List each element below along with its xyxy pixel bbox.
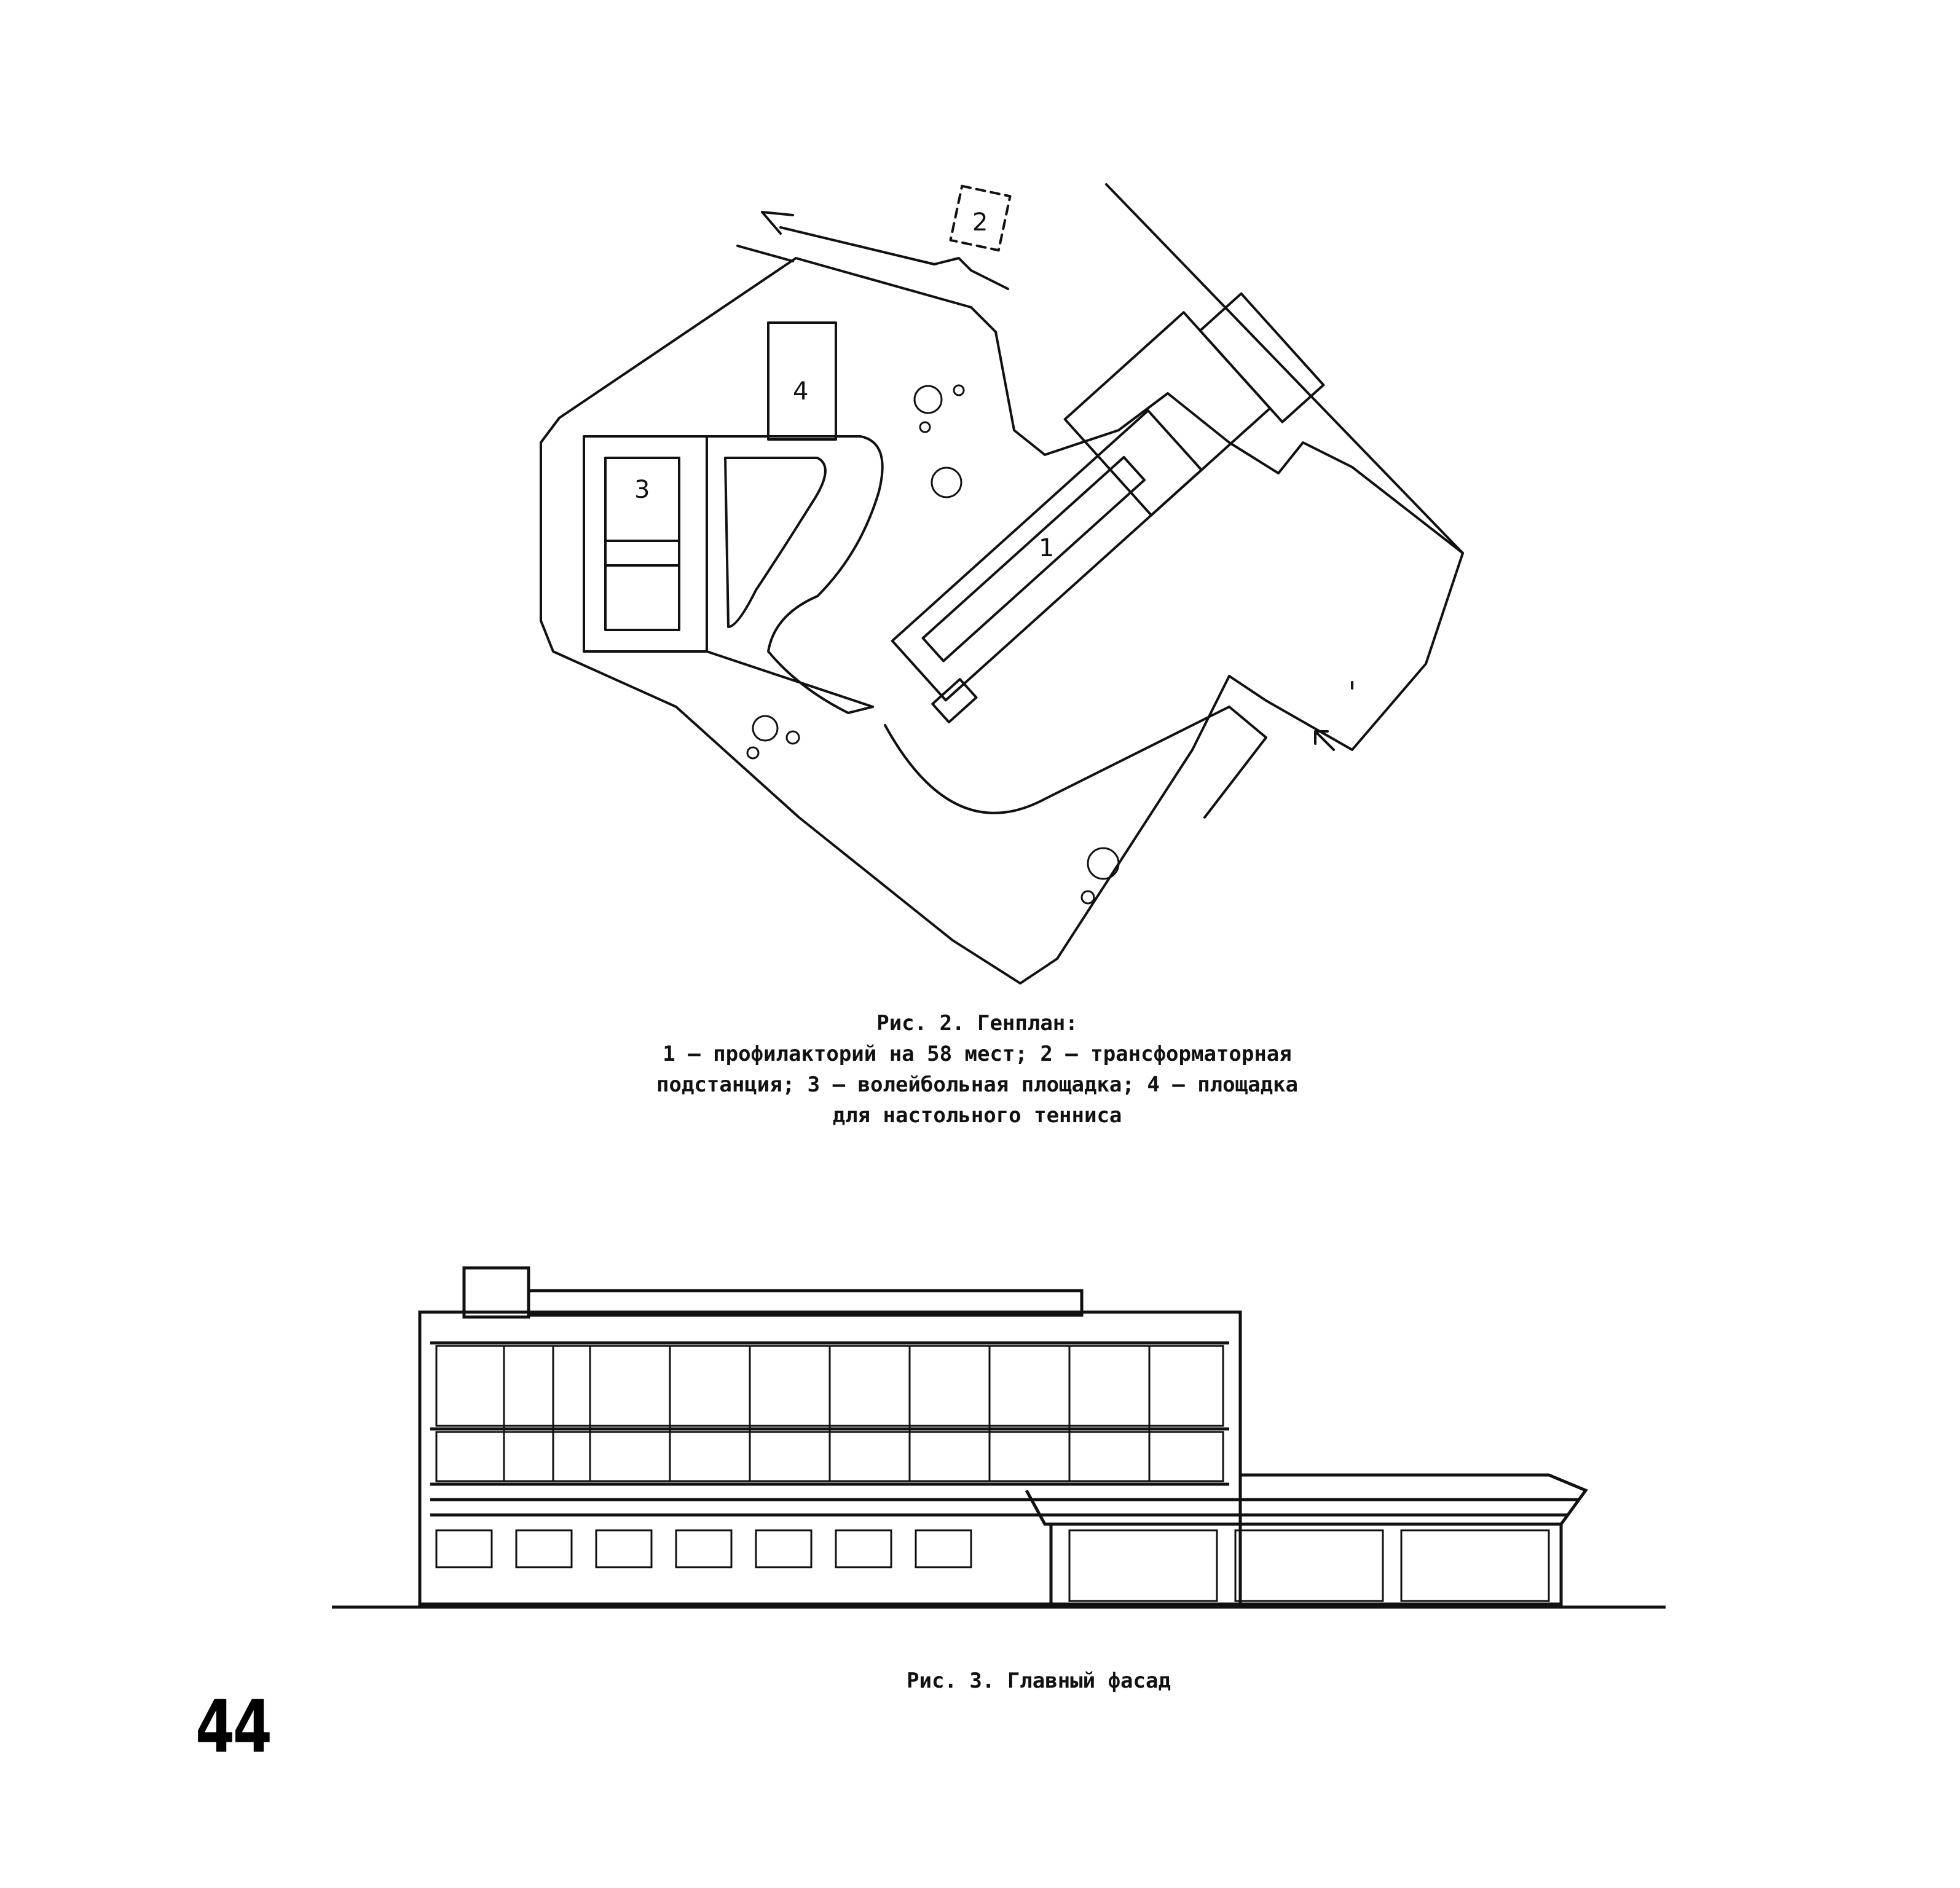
page-number: 44 <box>195 1684 272 1769</box>
canopy <box>1025 1473 1588 1526</box>
entrance-path <box>884 706 1267 819</box>
figure-2-legend-line-1: 1 – профилакторий на 58 мест; 2 – трансф… <box>663 1042 1292 1066</box>
tree <box>752 715 779 742</box>
garden-bed <box>724 457 827 628</box>
volleyball-court-inner <box>604 457 680 631</box>
main-block <box>418 1310 1242 1606</box>
tree <box>919 421 931 433</box>
figure-2-caption: Рис. 2. Генплан: 1 – профилакторий на 58… <box>553 1008 1401 1131</box>
substation-label: 2 <box>972 208 988 237</box>
tree <box>785 730 800 745</box>
substation <box>949 184 1012 252</box>
tree <box>953 384 965 396</box>
figure-2-legend-line-2: подстанция; 3 – волейбольная площадка; 4… <box>656 1072 1298 1097</box>
ground-windows <box>435 1529 1550 1602</box>
tree <box>746 746 760 760</box>
tennis-label: 4 <box>793 377 808 406</box>
main-building <box>891 292 1325 724</box>
low-block <box>1049 1522 1563 1606</box>
tree <box>1080 890 1095 905</box>
roof-box <box>462 1266 530 1319</box>
volleyball-label: 3 <box>634 476 650 504</box>
roof-parapet <box>527 1289 1084 1317</box>
street-edge <box>1105 183 1464 554</box>
tennis-area <box>767 321 837 441</box>
garden-area <box>706 435 884 714</box>
figure-2-title: Рис. 2. Генплан: <box>876 1011 1078 1036</box>
tree <box>913 385 943 414</box>
figure-3-caption: Рис. 3. Главный фасад <box>907 1669 1171 1693</box>
access-road <box>736 226 1009 290</box>
figure-2-legend-line-3: для настольного тенниса <box>832 1103 1122 1128</box>
arrow-northwest-icon <box>761 211 794 235</box>
tree <box>931 466 962 498</box>
building-label: 1 <box>1039 534 1054 562</box>
site-boundary <box>540 257 1464 985</box>
arrow-southeast-icon <box>1314 730 1335 751</box>
tree <box>1087 847 1120 880</box>
